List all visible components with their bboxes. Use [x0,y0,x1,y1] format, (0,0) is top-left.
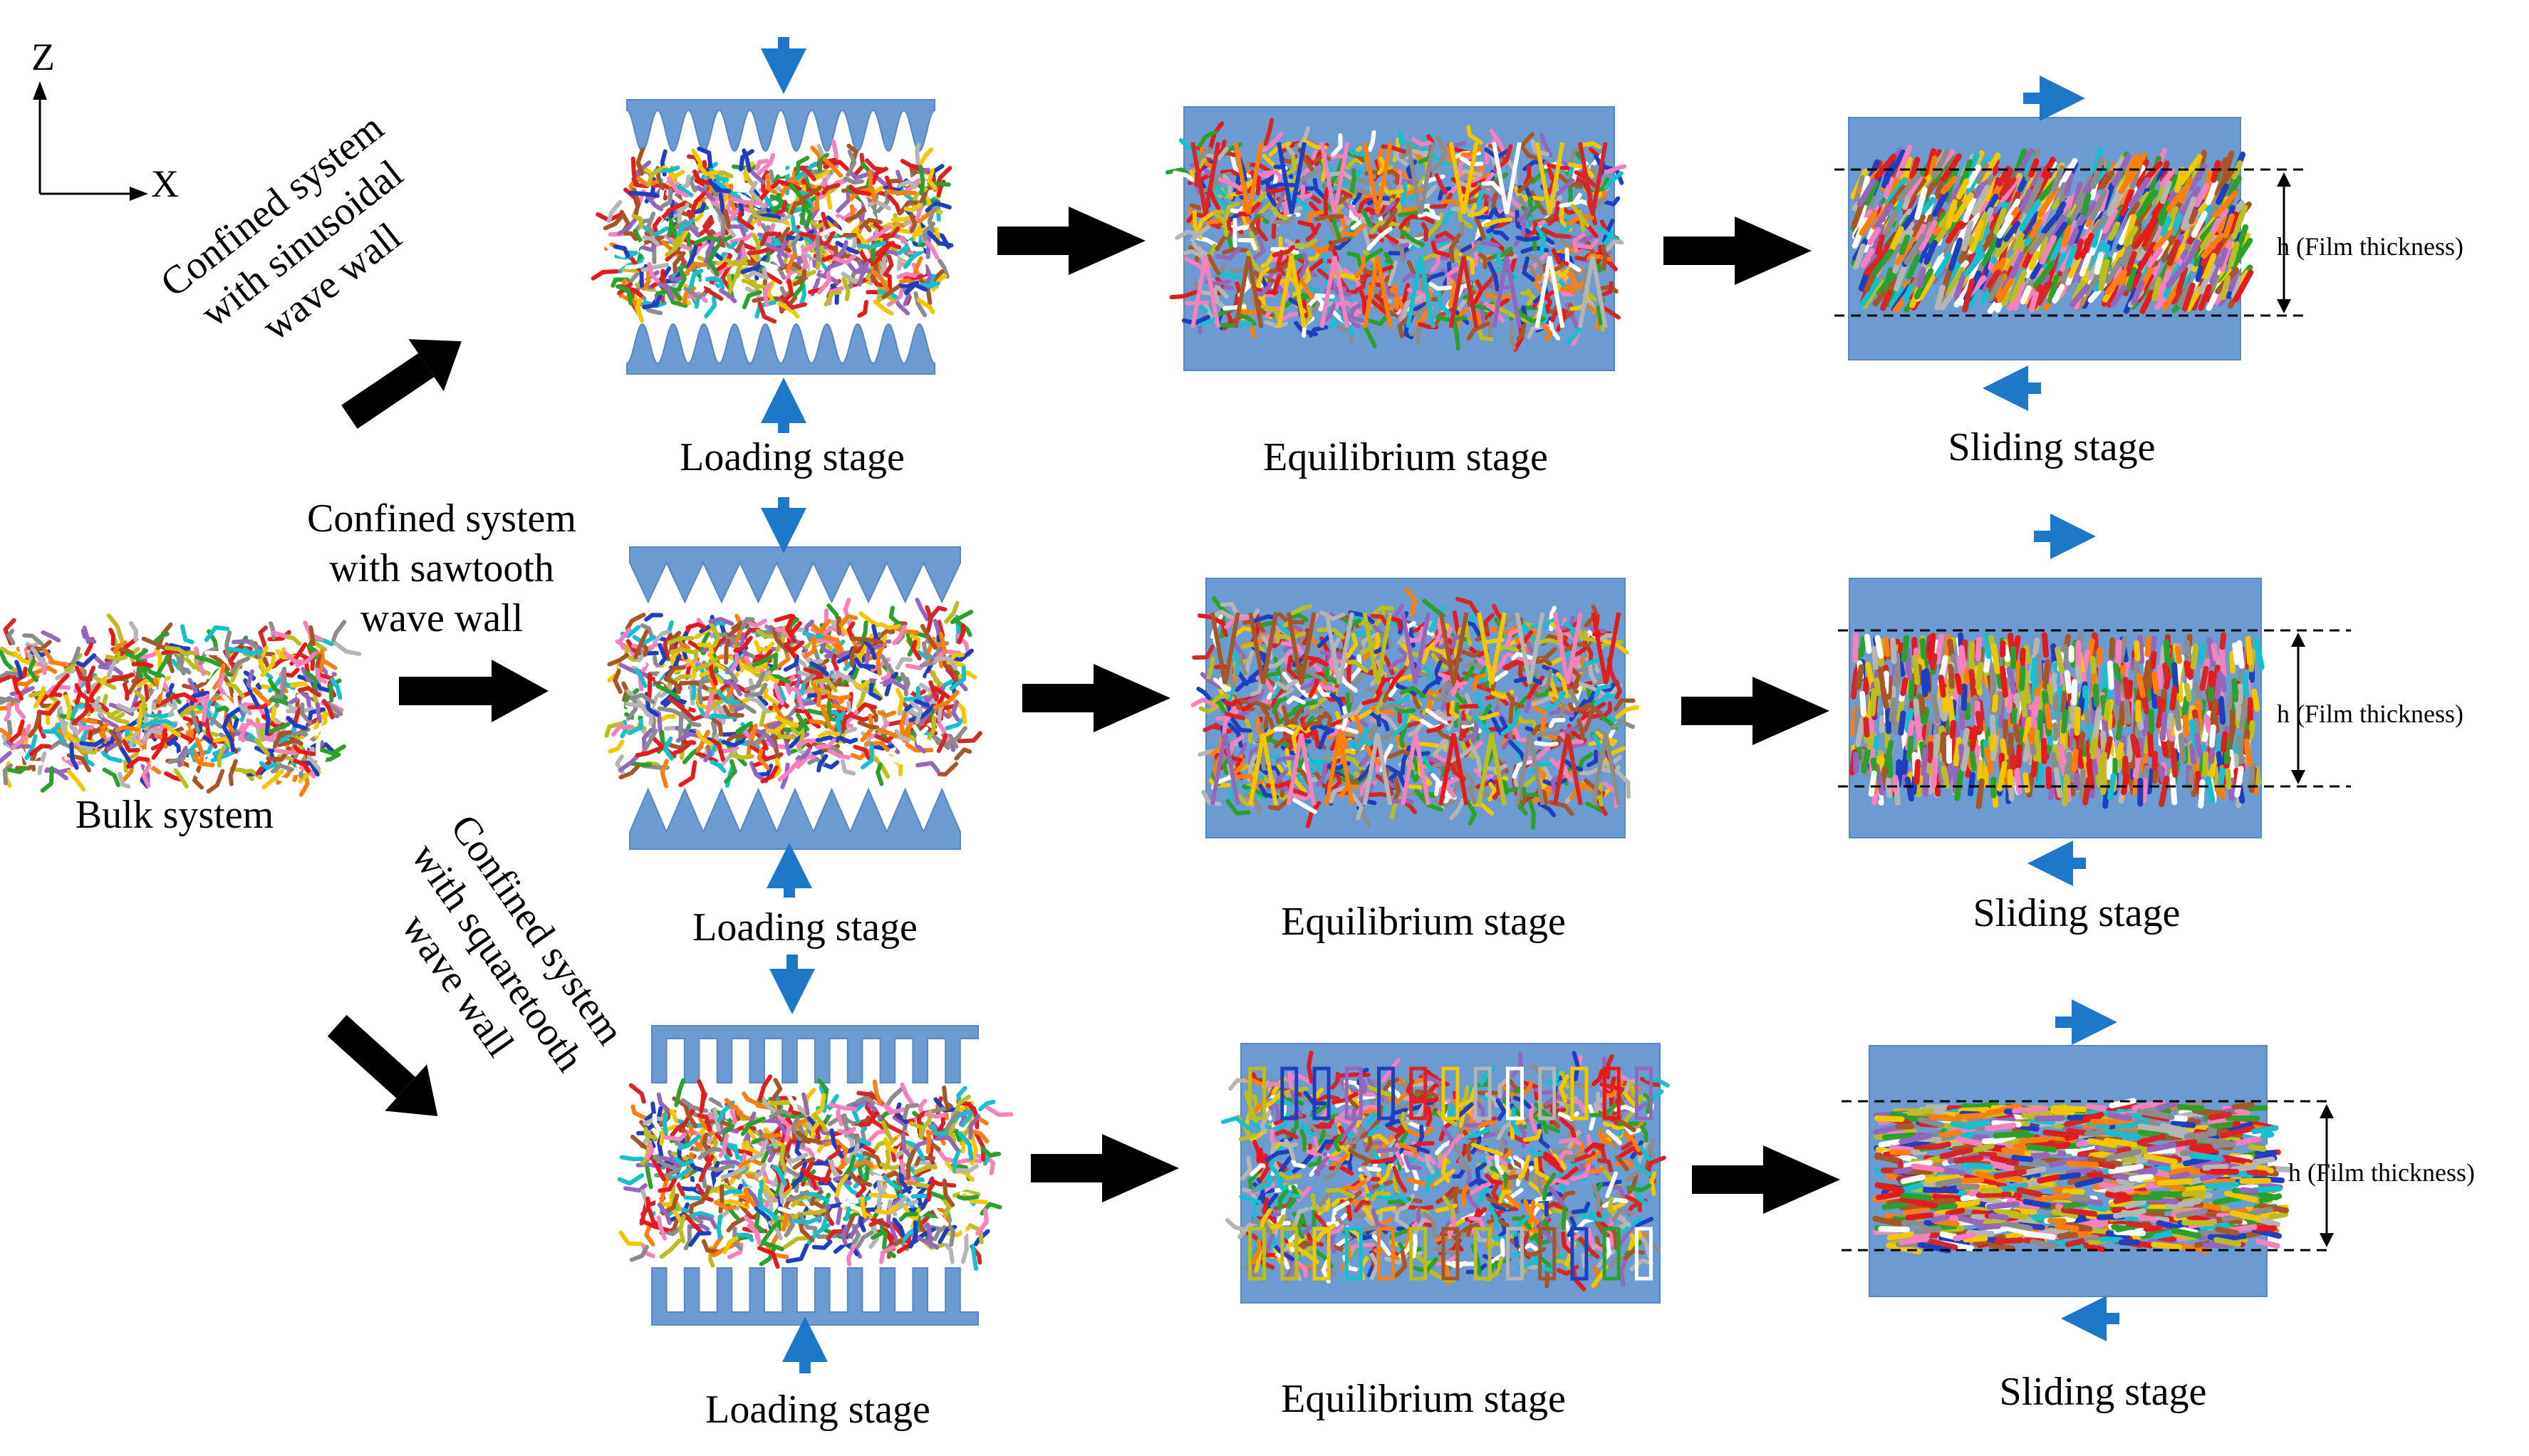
interlocked-teeth [1210,612,1621,806]
simulation-panels [591,99,2292,1326]
flow-arrows [327,207,1840,1214]
polymer-chains [617,1074,1014,1272]
row2-sliding-label: Sliding stage [1973,891,2181,935]
arrow-row3-loading-to-equilibrium [1031,1134,1179,1202]
row2-thickness-label: h (Film thickness) [2277,700,2463,728]
branch-label-squaretooth: Confined system with squaretooth wave wa… [393,807,633,1080]
arrow-to-squaretooth [327,1014,438,1116]
polymer-chains [1190,588,1640,830]
row1-thickness-label: h (Film thickness) [2277,232,2463,261]
row3-thickness: h (Film thickness) [1842,1100,2475,1252]
row-1 [591,99,2254,375]
row2-equilibrium-label: Equilibrium stage [1281,900,1566,944]
arrow-row1-equilibrium-to-sliding [1663,217,1812,285]
row1-equilibrium-label: Equilibrium stage [1263,435,1548,479]
polymer-chains [1872,1098,2292,1254]
equilibrium-panel [1220,1043,1670,1304]
arrow-row3-equilibrium-to-sliding [1692,1145,1840,1214]
arrow-row1-loading-to-equilibrium [997,207,1146,275]
row3-equilibrium-label: Equilibrium stage [1281,1377,1566,1421]
row-3 [617,1025,2292,1326]
bulk-system: Bulk system [0,613,362,837]
row3-sliding-label: Sliding stage [2000,1370,2207,1414]
sliding-panel [1849,578,2265,838]
polymer-chains [591,140,954,324]
film-thickness-annotations: h (Film thickness) h (Film thickness) h … [1834,168,2475,1252]
loading-panel [604,546,982,850]
row-2 [604,546,2265,850]
axis-indicator: Z X [31,36,179,205]
row2-thickness: h (Film thickness) [1838,629,2463,788]
blue-direction-arrows [761,37,2119,1373]
stage-labels: Loading stage Equilibrium stage Sliding … [680,425,2206,1432]
row1-thickness: h (Film thickness) [1834,168,2463,317]
branch-label-sawtooth: Confined system with sawtooth wave wall [307,496,576,640]
row2-loading-label: Loading stage [692,905,918,950]
polymer-chains [0,613,362,797]
sliding-panel [1869,1045,2292,1297]
branch-label-sinusoidal: Confined system with sinusoidal wave wal… [152,105,411,350]
z-axis-label: Z [31,36,55,78]
row3-thickness-label: h (Film thickness) [2288,1158,2475,1187]
loading-panel [591,99,954,375]
equilibrium-panel [1190,578,1640,838]
polymer-chains [1849,632,2265,810]
equilibrium-panel [1165,106,1627,371]
sawtooth-label-line2: with sawtooth [329,546,554,591]
sawtooth-label-line1: Confined system [307,496,576,541]
polymer-chains [604,598,982,789]
loading-panel [617,1025,1014,1326]
bulk-polymer-block [0,613,362,797]
arrow-row2-equilibrium-to-sliding [1681,677,1829,745]
sliding-panel [1848,117,2254,360]
row3-loading-label: Loading stage [705,1388,930,1432]
row1-sliding-label: Sliding stage [1948,425,2156,469]
interlocked-teeth [1248,1066,1653,1281]
bulk-system-label: Bulk system [76,793,274,837]
x-axis-label: X [151,162,179,205]
polymer-chains [1850,144,2254,314]
arrow-row2-loading-to-equilibrium [1022,664,1170,732]
polymer-chains [1220,1050,1670,1291]
interlocked-teeth [1190,142,1608,328]
arrow-to-sawtooth [399,660,549,722]
sawtooth-label-line3: wave wall [360,596,524,640]
row1-loading-label: Loading stage [680,435,905,479]
arrow-to-sinusoidal [341,339,462,429]
